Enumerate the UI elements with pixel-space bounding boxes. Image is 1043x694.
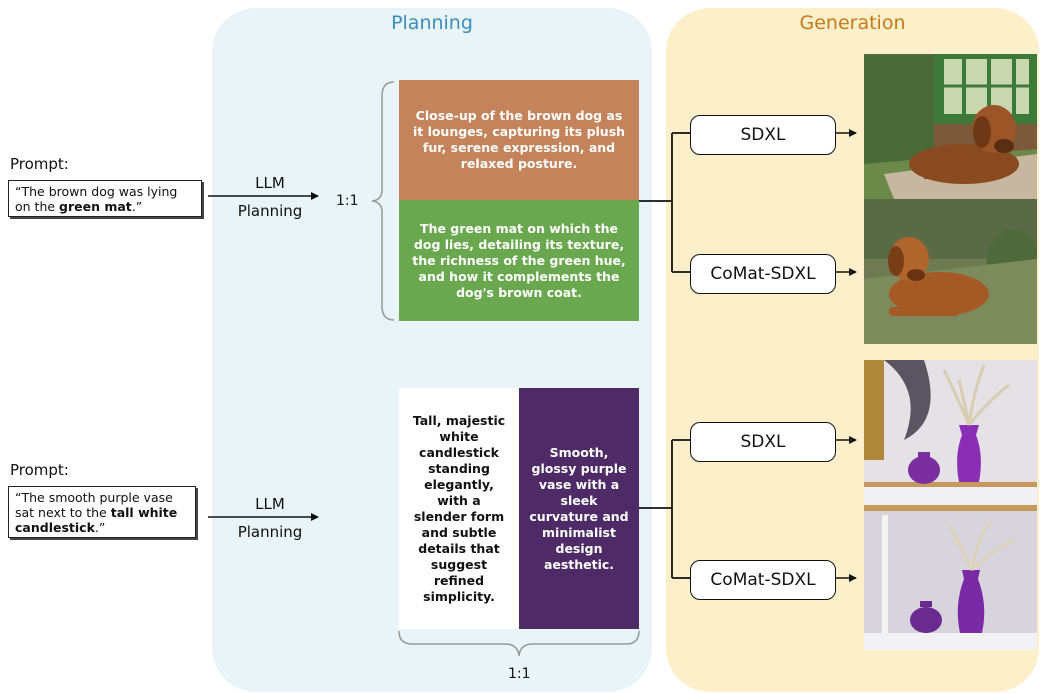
prompt-bold-1: green mat — [59, 199, 132, 214]
sdxl-box-1: SDXL — [690, 115, 836, 155]
plan-box-dog: Close-up of the brown dog as it lounges,… — [399, 80, 639, 200]
planning-label-2: Planning — [237, 523, 303, 541]
dog-image-sdxl — [864, 54, 1037, 199]
llm-planning-2: LLM Planning — [225, 493, 315, 543]
plan-box-candlestick: Tall, majestic white candlestick standin… — [399, 388, 519, 629]
prompt-end-2: .” — [94, 520, 106, 535]
generation-title: Generation — [799, 12, 906, 34]
comat-sdxl-box-1: CoMat-SDXL — [690, 254, 836, 294]
ratio-label-2: 1:1 — [508, 666, 531, 682]
planning-title: Planning — [391, 12, 473, 34]
llm-label-1: LLM — [255, 174, 285, 192]
prompt-text-2: “The smooth purple vase sat next to the — [15, 490, 173, 520]
prompt-box-2: “The smooth purple vase sat next to the … — [8, 486, 196, 538]
prompt-box-1: “The brown dog was lying on the green ma… — [8, 180, 202, 217]
llm-planning-1: LLM Planning — [225, 172, 315, 222]
prompt-text-1: “The brown dog was lying on the — [15, 184, 178, 214]
llm-label-2: LLM — [255, 495, 285, 513]
vase-image-comat-sdxl — [864, 505, 1037, 650]
sdxl-box-2: SDXL — [690, 422, 836, 462]
dog-image-comat-sdxl — [864, 199, 1037, 344]
vase-image-sdxl — [864, 360, 1037, 505]
plan-box-vase: Smooth, glossy purple vase with a sleek … — [519, 388, 639, 629]
prompt-bold-2: tall white candlestick — [15, 505, 178, 535]
prompt-end-1: .” — [131, 199, 143, 214]
brace-1 — [371, 81, 395, 321]
plan-box-mat: The green mat on which the dog lies, det… — [399, 200, 639, 321]
planning-label-1: Planning — [237, 202, 303, 220]
comat-sdxl-box-2: CoMat-SDXL — [690, 560, 836, 600]
ratio-label-1: 1:1 — [336, 193, 359, 209]
prompt-label-2: Prompt: — [10, 461, 69, 479]
brace-2 — [398, 630, 640, 657]
prompt-label-1: Prompt: — [10, 155, 69, 173]
